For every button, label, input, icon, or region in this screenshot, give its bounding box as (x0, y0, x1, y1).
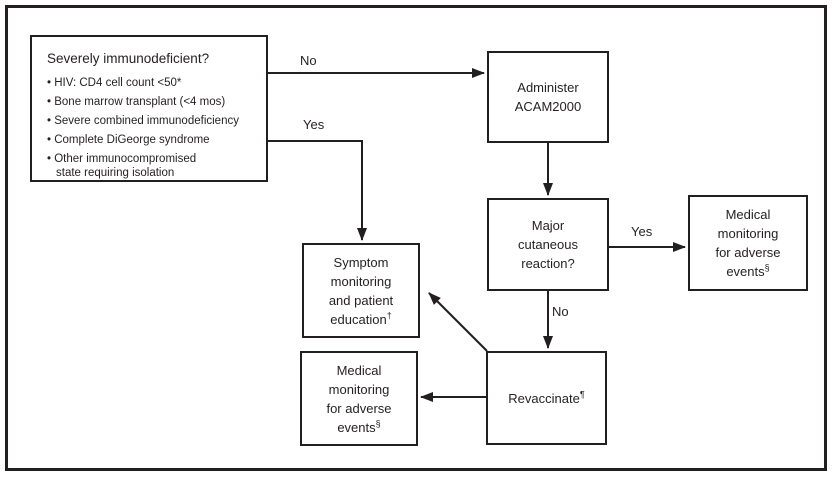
node-revaccinate: Revaccinate¶ (486, 351, 607, 445)
node-label: Revaccinate¶ (508, 389, 584, 408)
node-medical-monitoring-adverse-events-left: Medical monitoring for adverse events§ (300, 351, 418, 446)
criteria-item-digeorge: Complete DiGeorge syndrome (47, 133, 258, 147)
footnote-marker-section: § (764, 262, 770, 273)
node-label: Administer ACAM2000 (515, 78, 581, 116)
node-label: Medical monitoring for adverse events§ (715, 205, 780, 281)
outer-frame (5, 5, 827, 471)
criteria-item-scid: Severe combined immunodeficiency (47, 114, 258, 128)
footnote-marker-dagger: † (386, 310, 392, 321)
node-text: Administer ACAM2000 (514, 80, 582, 114)
node-label: Medical monitoring for adverse events§ (326, 361, 391, 437)
node-label: Major cutaneous reaction? (518, 216, 578, 273)
node-major-cutaneous-reaction: Major cutaneous reaction? (487, 198, 609, 291)
footnote-marker-section: § (375, 418, 381, 429)
criteria-item-bone-marrow: Bone marrow transplant (<4 mos) (47, 95, 258, 109)
edge-label-yes-right: Yes (631, 224, 653, 239)
node-text: Medical monitoring for adverse events (715, 207, 781, 279)
decision-criteria-list: HIV: CD4 cell count <50* Bone marrow tra… (47, 76, 258, 180)
node-text: Symptom monitoring and patient education (328, 254, 394, 327)
edge-label-no-middle: No (552, 304, 569, 319)
criteria-item-hiv: HIV: CD4 cell count <50* (47, 76, 258, 90)
criteria-item-other: Other immunocompromised state requiring … (47, 152, 258, 180)
node-text: Revaccinate (508, 390, 580, 406)
node-text: Medical monitoring for adverse events (326, 362, 392, 435)
edge-label-no-top: No (300, 53, 317, 68)
node-symptom-monitoring-patient-education: Symptom monitoring and patient education… (302, 243, 420, 338)
node-severely-immunodeficient: Severely immunodeficient? HIV: CD4 cell … (30, 35, 268, 182)
edge-label-yes-left: Yes (303, 117, 325, 132)
footnote-marker-pilcrow: ¶ (579, 389, 585, 400)
node-text: Major cutaneous reaction? (518, 218, 578, 271)
node-medical-monitoring-adverse-events-right: Medical monitoring for adverse events§ (688, 195, 808, 291)
node-label: Symptom monitoring and patient education… (329, 253, 393, 329)
node-administer-acam2000: Administer ACAM2000 (487, 51, 609, 143)
decision-title: Severely immunodeficient? (47, 51, 210, 66)
